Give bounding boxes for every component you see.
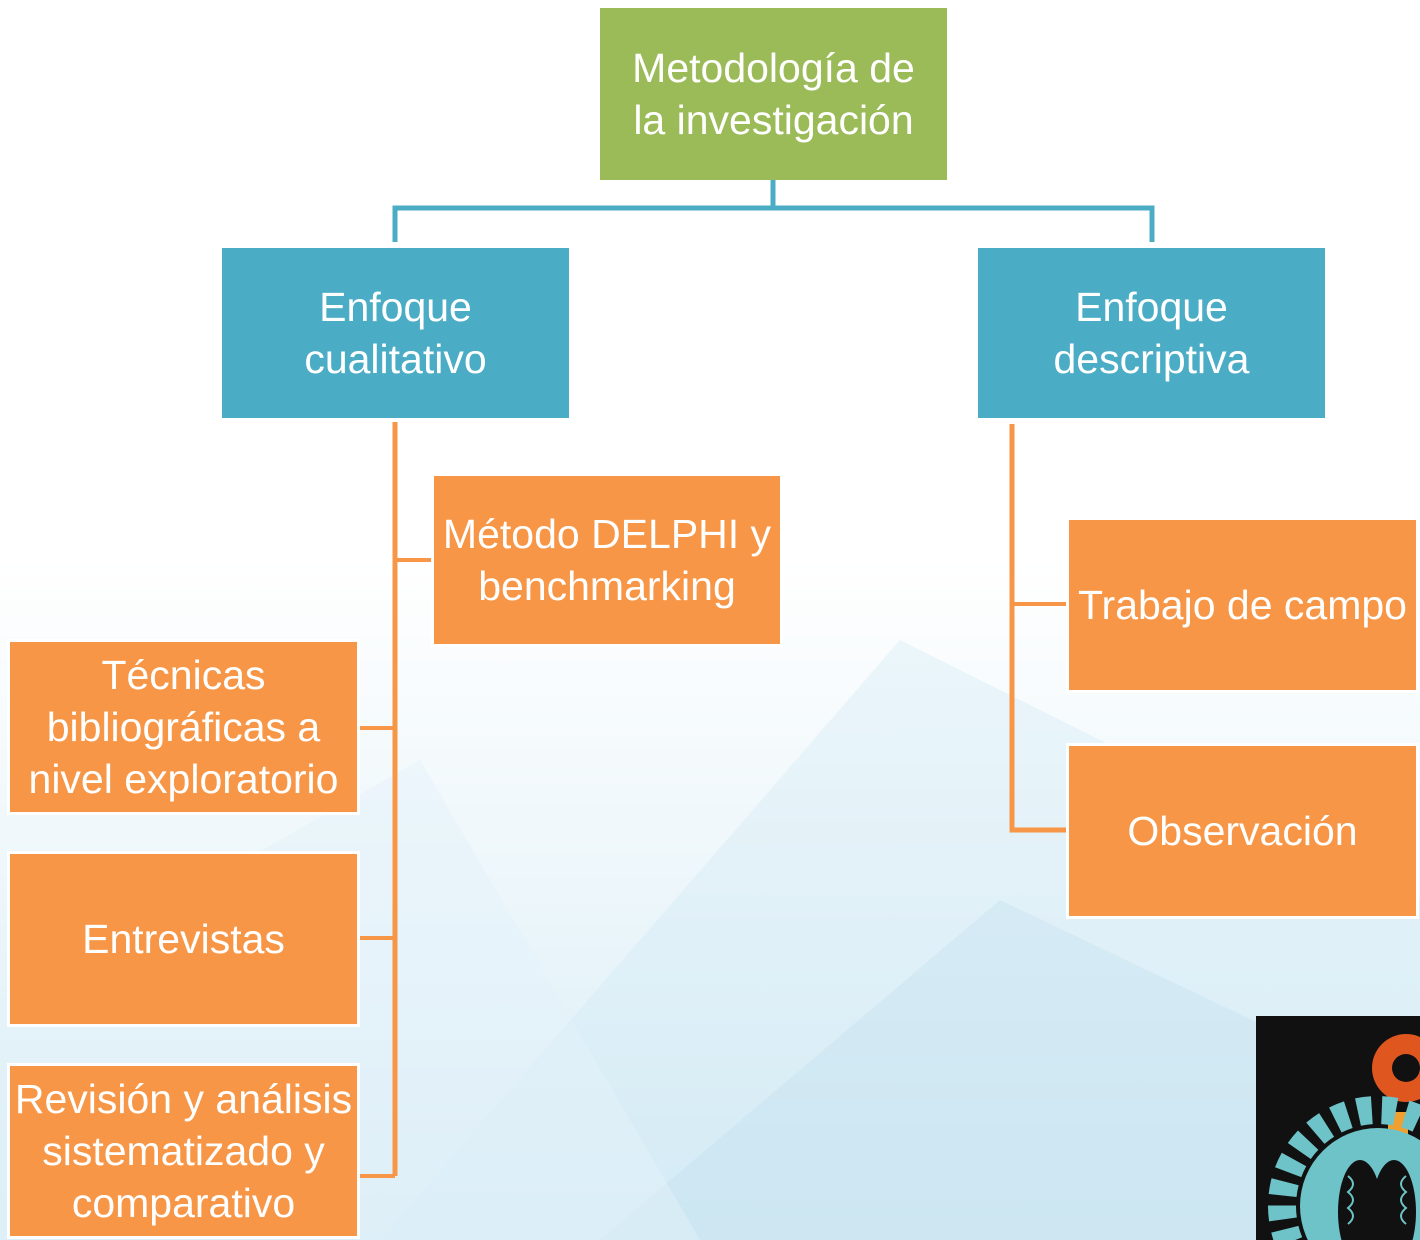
leaf-node-label: Método DELPHI y benchmarking [442,511,772,609]
leaf-node-trabajo-campo: Trabajo de campo [1069,520,1416,690]
leaf-node-revision: Revisión y análisis sistematizado y comp… [10,1066,357,1236]
root-node: Metodología de la investigación [600,8,947,180]
root-connector [392,180,1155,242]
root-node-label: Metodología de la investigación [632,45,915,143]
leaf-node-entrevistas: Entrevistas [10,854,357,1024]
branch-node-descriptiva: Enfoque descriptiva [978,248,1325,418]
leaf-node-label: Revisión y análisis sistematizado y comp… [14,1076,353,1226]
branch-node-label: Enfoque cualitativo [304,284,487,382]
leaf-node-label: Observación [1127,808,1358,854]
leaf-node-observacion: Observación [1069,746,1416,916]
leaf-node-label: Técnicas bibliográficas a nivel explorat… [28,652,339,802]
right-spine [1009,424,1068,833]
branch-node-label: Enfoque descriptiva [1053,284,1250,382]
branch-node-cualitativo: Enfoque cualitativo [222,248,569,418]
leaf-node-tecnicas: Técnicas bibliográficas a nivel explorat… [10,642,357,812]
brain-gear-icon [1256,1016,1420,1240]
leaf-node-label: Entrevistas [82,916,285,962]
leaf-node-delphi: Método DELPHI y benchmarking [434,476,780,644]
leaf-node-label: Trabajo de campo [1078,582,1407,628]
